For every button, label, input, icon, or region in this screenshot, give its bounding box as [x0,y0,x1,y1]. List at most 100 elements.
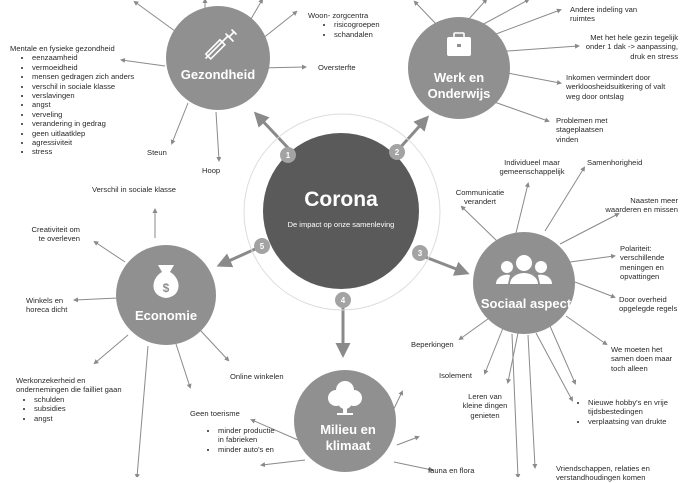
hub-werk: Werk en Onderwijs [408,17,510,119]
list-item: schandalen [334,30,380,39]
label-mentale-gezondheid: Mentale en fysieke gezondheid eenzaamhei… [10,44,134,157]
hobbys-list: Nieuwe hobby's en vrije tijdsbestedingen… [578,398,668,426]
hub-sociaal: Sociaal aspect [473,232,575,334]
text-line: onder 1 dak -> aanpassing, [585,42,678,52]
text-line: ruimtes [570,14,595,24]
text-line: Winkels en [26,296,64,305]
text-line: in fabrieken [218,435,258,445]
center-node [263,133,419,289]
list-item: mensen gedragen zich anders [32,72,134,81]
text-line: minder productie [218,426,275,435]
label-individueel: Individueel maar gemeenschappelijk [492,158,572,177]
list-item: geen uitlaatklep [32,129,134,138]
list-item: angst [32,100,134,109]
list-item: eenzaamheid [32,53,134,62]
label-online-winkelen: Online winkelen [230,372,284,381]
text-line: Vriendschappen, relaties en [556,464,650,473]
text-line: waarderen en missen [605,205,678,215]
badge-3-label: 3 [418,249,423,258]
text-line: Door overheid [619,295,667,304]
text-line: stageplaatsen [556,125,604,135]
label-inkomen: Inkomen vermindert door werkloosheidsuit… [566,73,665,101]
list-item: risicogroepen [334,20,380,29]
text-line: weg door ontslag [566,91,624,101]
label-moeten: We moeten het samen doen maar toch allee… [611,345,672,373]
text-line: We moeten het [611,345,663,354]
hub-gezondheid-title: Gezondheid [181,67,255,82]
text-line: Individueel maar [504,158,560,167]
badge-1 [280,147,296,163]
text-line: vinden [556,134,579,144]
woon-list: risicogroepen schandalen [308,20,380,39]
werkonzekerheid-list: schulden subsidies angst [16,395,122,423]
badge-4 [335,292,351,308]
list-item: verveling [32,110,134,119]
list-item: Nieuwe hobby's en vrije tijdsbestedingen [588,398,668,417]
hub-werk-title-line1: Werk en [434,70,484,85]
list-item: minder auto's en [218,445,275,454]
list-item: stress [32,147,134,156]
label-samenhorigheid: Samenhorigheid [587,158,643,167]
label-gezin: Met het hele gezin tegelijk onder 1 dak … [560,33,678,61]
text-line: verandert [463,197,497,207]
woon-title: Woon- zorgcentra [308,11,369,20]
hub-milieu-title-line1: Milieu en [320,422,376,437]
text-line: opvattingen [620,272,660,282]
mentale-list: eenzaamheid vermoeidheid mensen gedragen… [10,53,134,156]
label-creativiteit: Creativiteit om te overleven [10,225,80,244]
text-line: toch alleen [611,363,648,373]
badge-5-label: 5 [260,242,265,251]
label-steun: Steun [147,148,167,157]
label-communicatie: Communicatie verandert [448,188,512,207]
list-item: verslavingen [32,91,134,100]
svg-text:$: $ [163,281,170,295]
label-leren: Leren van kleine dingen genieten [454,392,516,420]
text-line: Naasten meer [630,196,678,205]
label-oversterfte: Oversterfte [318,63,356,72]
label-beperkingen: Beperkingen [411,340,454,349]
text-line: Leren van [468,392,502,401]
text-line: Creativiteit om [31,225,80,234]
list-item: angst [34,414,122,423]
text-line: te overleven [38,234,80,244]
hub-milieu: Milieu en klimaat [294,370,396,472]
text-line: Problemen met [556,116,608,125]
label-polariteit: Polariteit: verschillende meningen en op… [620,244,664,282]
mentale-title: Mentale en fysieke gezondheid [10,44,115,53]
text-line: tijdsbestedingen [588,407,643,417]
text-line: Communicatie [455,188,505,197]
text-line: werkloosheidsuitkering of valt [566,82,666,92]
text-line: Nieuwe hobby's en vrije [588,398,668,407]
label-werkonzekerheid: Werkonzekerheid en ondernemingen die fai… [16,376,122,423]
hub-werk-title-line2: Onderwijs [428,86,491,101]
hub-milieu-title-line2: klimaat [326,438,371,453]
label-indeling-ruimtes: Andere indeling van ruimtes [570,5,637,24]
text-line: samen doen maar [611,354,673,364]
badge-4-label: 4 [341,296,346,305]
text-line: opgelegde regels [619,304,678,314]
center-subtitle: De impact op onze samenleving [288,220,395,229]
text-line: kleine dingen [462,401,508,411]
text-line: Inkomen vermindert door [566,73,651,82]
list-item: minder productie in fabrieken [218,426,275,445]
text-line: druk en stress [630,51,678,61]
text-line: horeca dicht [26,305,68,315]
text-line: Werkonzekerheid en [16,376,86,385]
label-stage: Problemen met stageplaatsen vinden [556,116,608,144]
hub-sociaal-title: Sociaal aspect [481,296,572,311]
badge-2 [389,144,405,160]
label-isolement: Isolement [439,371,472,380]
badge-1-label: 1 [286,151,291,160]
list-item: verplaatsing van drukte [588,417,668,426]
center-title: Corona [304,188,378,211]
label-hoop: Hoop [202,166,221,175]
label-fauna-flora: fauna en flora [428,466,475,475]
list-item: vermoeidheid [32,63,134,72]
tree-icon [328,381,362,415]
hub-economie-title: Economie [135,308,197,323]
label-naasten: Naasten meer waarderen en missen [600,196,678,215]
money-bag-icon: $ [153,265,179,298]
text-line: genieten [470,410,500,420]
list-item: agressiviteit [32,138,134,147]
